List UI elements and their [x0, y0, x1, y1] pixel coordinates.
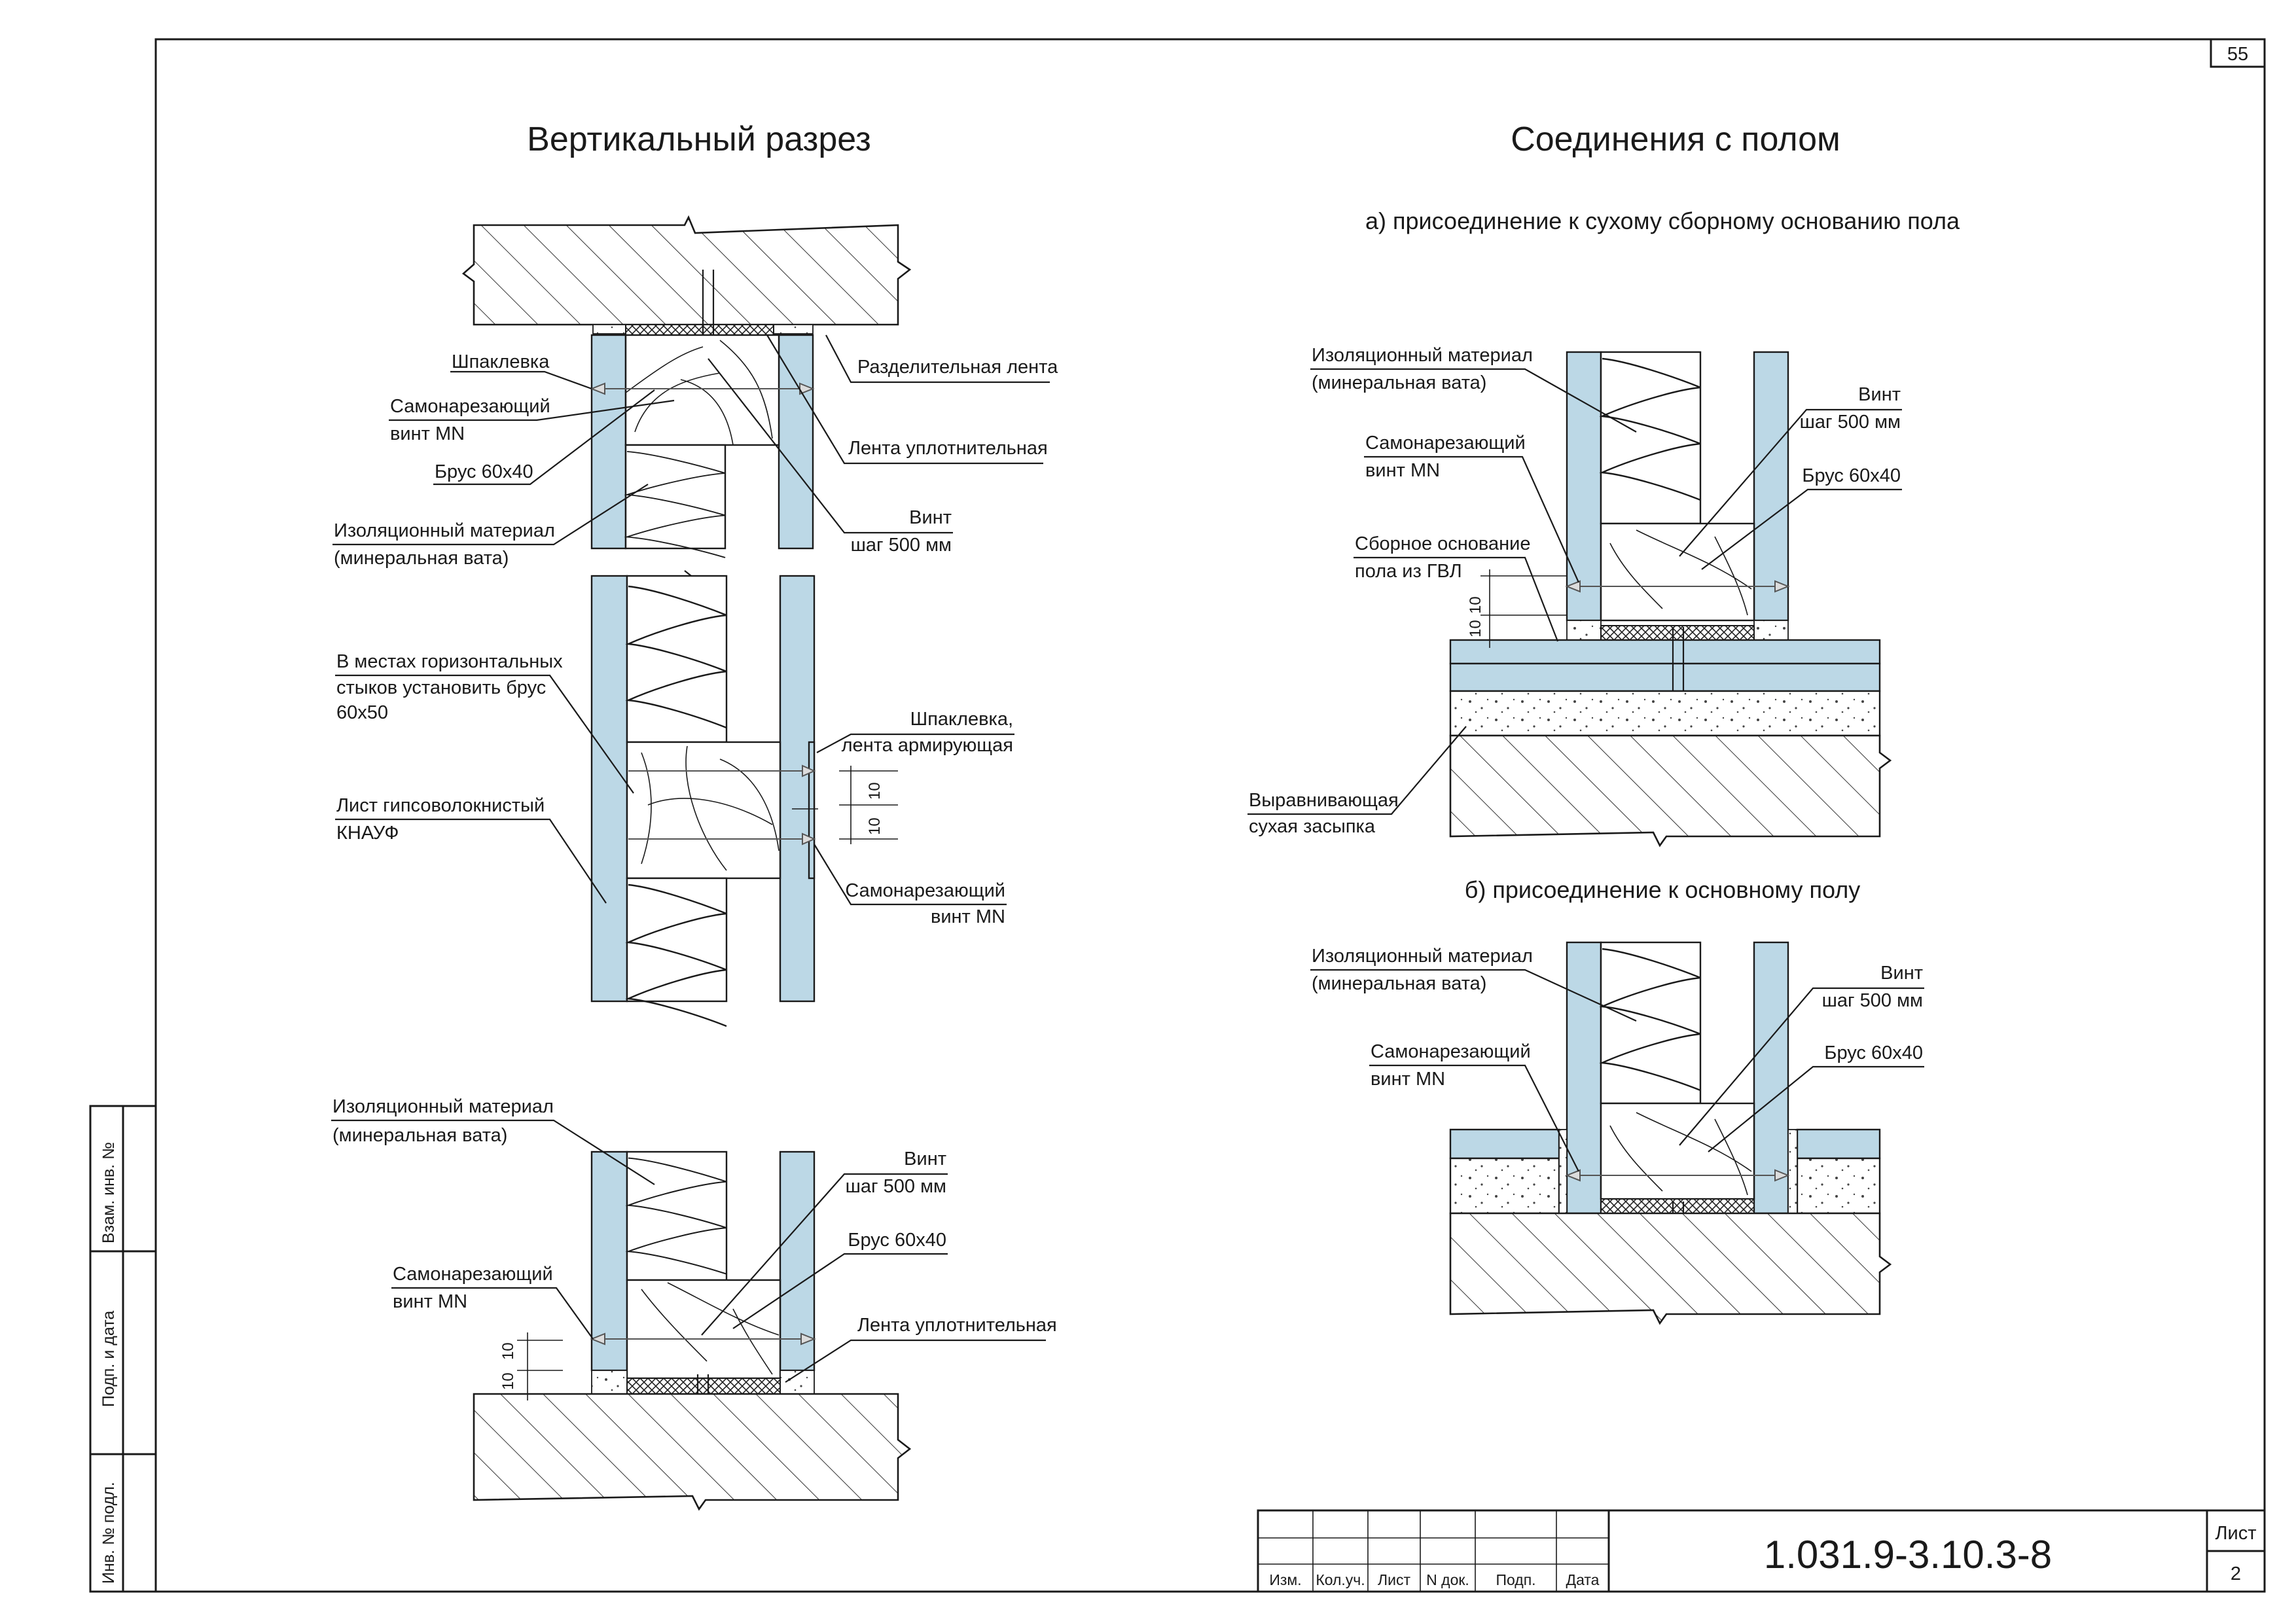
left-bottom-callouts: Изоляционный материал (минеральная вата)… [331, 1096, 1057, 1390]
label-ra-screw-2: винт MN [1365, 460, 1440, 481]
label-ra-insul-2: (минеральная вата) [1312, 372, 1486, 393]
label-mid-screw-1: Самонарезающий [845, 880, 1005, 901]
sheet-code: 1.031.9-3.10.3-8 [1764, 1533, 2052, 1577]
side-stamp-sign: Подп. и дата [99, 1311, 118, 1407]
label-b-screw-2: винт MN [393, 1291, 467, 1312]
label-ra-vint-2: шаг 500 мм [1800, 412, 1901, 433]
label-mid-putty-2: лента армирующая [842, 735, 1013, 756]
label-sheet-1: Лист гипсоволокнистый [336, 795, 545, 816]
right-a-detail [1449, 351, 1892, 847]
right-a-caption: а) присоединение к сухому сборному основ… [1365, 207, 1960, 234]
label-rb-vint-2: шаг 500 мм [1822, 990, 1923, 1011]
label-screw-2: винт MN [390, 423, 465, 444]
label-ra-fill-1: Выравнивающая [1249, 790, 1399, 811]
label-mid-putty-1: Шпаклевка, [910, 709, 1013, 730]
label-mid-screw-2: винт MN [931, 906, 1005, 927]
label-seal-tape: Лента уплотнительная [848, 438, 1048, 459]
page-number: 55 [2227, 44, 2248, 65]
tb-podp: Подп. [1496, 1571, 1535, 1588]
title-block: Изм. Кол.уч. Лист N док. Подп. Дата 1.03… [1257, 1509, 2266, 1593]
list-label: Лист [2215, 1523, 2256, 1544]
list-number: 2 [2231, 1563, 2241, 1584]
label-insul-1: Изоляционный материал [334, 520, 555, 541]
dim-mid-b: 10 [866, 817, 884, 835]
right-b-caption: б) присоединение к основному полу [1465, 876, 1861, 903]
label-ra-insul-1: Изоляционный материал [1312, 345, 1533, 366]
tb-list: Лист [1378, 1571, 1410, 1588]
label-ra-vint-1: Винт [1858, 384, 1901, 405]
left-mid-callouts: В местах горизонтальных стыков установит… [335, 651, 1014, 927]
label-sep-tape: Разделительная лента [857, 357, 1058, 378]
label-joint-1: В местах горизонтальных [336, 651, 563, 672]
sheet-frame [154, 38, 2266, 1593]
tb-izm: Изм. [1269, 1571, 1301, 1588]
label-ra-bar: Брус 60х40 [1802, 465, 1901, 486]
right-a-callouts: Изоляционный материал (минеральная вата)… [1247, 345, 1902, 837]
label-rb-bar: Брус 60х40 [1824, 1043, 1923, 1063]
label-ra-screw-1: Самонарезающий [1365, 433, 1526, 454]
label-b-vint-1: Винт [904, 1149, 946, 1169]
side-stamp: Инв. № подл. Подп. и дата Взам. инв. № [89, 1105, 157, 1593]
label-vint-2: шаг 500 мм [851, 535, 952, 556]
label-b-screw-1: Самонарезающий [393, 1264, 553, 1285]
label-joint-3: 60х50 [336, 702, 388, 723]
dim-bot-a: 10 [499, 1342, 517, 1360]
right-title: Соединения с полом [1511, 120, 1840, 158]
left-top-callouts: Шпаклевка Самонарезающий винт MN Брус 60… [332, 334, 1058, 569]
left-bottom-detail [473, 1150, 912, 1511]
label-b-seal-tape: Лента уплотнительная [857, 1315, 1057, 1336]
label-bar: Брус 60х40 [435, 461, 533, 482]
dim-ra-a: 10 [1467, 596, 1484, 614]
right-b-callouts: Изоляционный материал (минеральная вата)… [1310, 946, 1924, 1172]
left-top-detail [461, 215, 912, 559]
page-number-box [2210, 38, 2266, 68]
label-b-insul-2: (минеральная вата) [332, 1125, 507, 1146]
label-ra-base-2: пола из ГВЛ [1355, 561, 1462, 582]
left-title: Вертикальный разрез [527, 120, 871, 158]
dim-bot-b: 10 [499, 1372, 517, 1390]
label-rb-vint-1: Винт [1880, 963, 1923, 984]
left-mid-detail [590, 570, 898, 1027]
label-rb-insul-2: (минеральная вата) [1312, 973, 1486, 994]
label-rb-screw-1: Самонарезающий [1371, 1041, 1531, 1062]
label-ra-base-1: Сборное основание [1355, 533, 1530, 554]
tb-data: Дата [1566, 1571, 1600, 1588]
label-putty: Шпаклевка [452, 351, 550, 372]
label-ra-fill-2: сухая засыпка [1249, 816, 1376, 837]
label-rb-insul-1: Изоляционный материал [1312, 946, 1533, 967]
label-screw-1: Самонарезающий [390, 396, 550, 417]
label-b-insul-1: Изоляционный материал [332, 1096, 554, 1117]
tb-ndok: N док. [1426, 1571, 1469, 1588]
label-sheet-2: КНАУФ [336, 823, 399, 844]
label-b-bar: Брус 60х40 [848, 1230, 946, 1251]
label-b-vint-2: шаг 500 мм [846, 1176, 946, 1197]
label-vint-1: Винт [909, 507, 952, 528]
label-joint-2: стыков установить брус [336, 677, 546, 698]
dim-ra-b: 10 [1467, 620, 1484, 637]
side-stamp-replace: Взам. инв. № [99, 1142, 118, 1243]
dim-mid-a: 10 [866, 782, 884, 800]
label-insul-2: (минеральная вата) [334, 548, 509, 569]
label-rb-screw-2: винт MN [1371, 1069, 1445, 1090]
right-b-detail [1449, 941, 1892, 1325]
side-stamp-inv: Инв. № подл. [99, 1482, 118, 1584]
tb-kol: Кол.уч. [1316, 1571, 1365, 1588]
